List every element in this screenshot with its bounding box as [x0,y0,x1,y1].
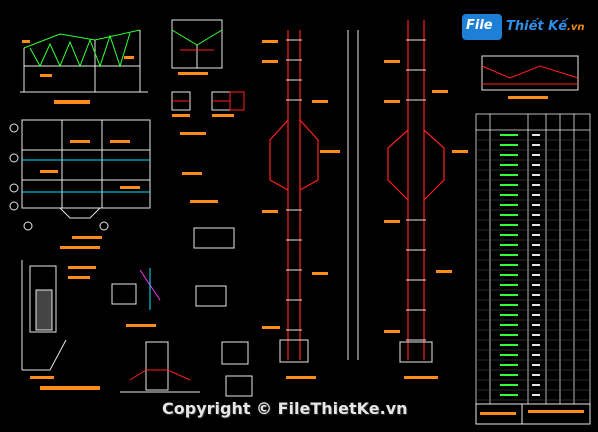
copyright-watermark: Copyright © FileThietKe.vn [162,399,408,418]
column-head-detail [171,19,223,69]
table-row-shape [500,284,518,286]
table-row-shape [500,304,518,306]
table-row-value [532,154,540,156]
connection-detail [111,268,161,310]
small-section-details [171,91,245,111]
table-row-shape [500,294,518,296]
logo-name-text: Thiết Kế [506,19,568,34]
table-rows [476,134,590,401]
table-row-shape [500,134,518,136]
dimension-lines [347,30,359,360]
table-row-shape [500,244,518,246]
table-row-shape [500,274,518,276]
beam-detail [481,55,579,91]
foundation-labels [30,266,100,390]
column-stirrups-1 [279,39,309,363]
table-row-shape [500,384,518,386]
table-row-shape [500,144,518,146]
table-row-value [532,254,540,256]
table-row-value [532,134,540,136]
table-row-value [532,314,540,316]
logo-prefix: File [466,18,493,33]
table-row-shape [500,194,518,196]
table-row-shape [500,164,518,166]
title-block [475,403,591,425]
table-row-shape [500,374,518,376]
table-row-shape [500,234,518,236]
table-row-shape [500,314,518,316]
table-row-value [532,144,540,146]
table-row-shape [500,254,518,256]
table-row-value [532,244,540,246]
table-row-value [532,274,540,276]
table-row-shape [500,324,518,326]
table-row-value [532,364,540,366]
table-row-value [532,374,540,376]
truss-labels [22,40,134,104]
table-row-shape [500,364,518,366]
table-row-value [532,234,540,236]
table-row-shape [500,224,518,226]
table-row-value [532,354,540,356]
table-row-value [532,174,540,176]
table-row-shape [500,264,518,266]
title-block-labels [480,410,584,415]
column-labels-1 [262,40,340,379]
foundation-detail [21,260,67,371]
table-row-shape [500,214,518,216]
table-row-shape [500,394,518,396]
table-row-shape [500,174,518,176]
table-row-value [532,204,540,206]
logo-suffix: .vn [567,22,585,33]
truss-elevation [20,29,148,93]
table-row-value [532,264,540,266]
table-row-value [532,334,540,336]
middle-details [193,227,253,397]
grid-bubbles [9,123,109,231]
filethietke-logo: File Thiết Kế.vn [462,12,590,46]
table-row-value [532,384,540,386]
table-row-value [532,294,540,296]
logo-name: Thiết Kế.vn [506,19,584,34]
floor-plan [21,119,151,219]
table-row-value [532,304,540,306]
column-labels-2 [384,60,468,379]
footing-section [120,341,200,393]
table-row-value [532,164,540,166]
rebar-schedule-table [475,113,591,405]
column-elevation-1 [269,30,319,360]
table-row-value [532,284,540,286]
plan-labels [40,140,140,249]
table-row-value [532,214,540,216]
table-row-shape [500,204,518,206]
table-row-value [532,224,540,226]
table-row-shape [500,354,518,356]
table-row-value [532,184,540,186]
logo-badge [462,14,502,40]
table-row-shape [500,334,518,336]
table-row-value [532,324,540,326]
table-row-value [532,194,540,196]
table-row-shape [500,184,518,186]
column-elevation-2 [387,20,445,360]
column-stirrups-2 [399,39,433,363]
detail-labels [172,114,234,203]
table-row-value [532,394,540,396]
table-row-value [532,344,540,346]
table-row-shape [500,344,518,346]
table-row-shape [500,154,518,156]
